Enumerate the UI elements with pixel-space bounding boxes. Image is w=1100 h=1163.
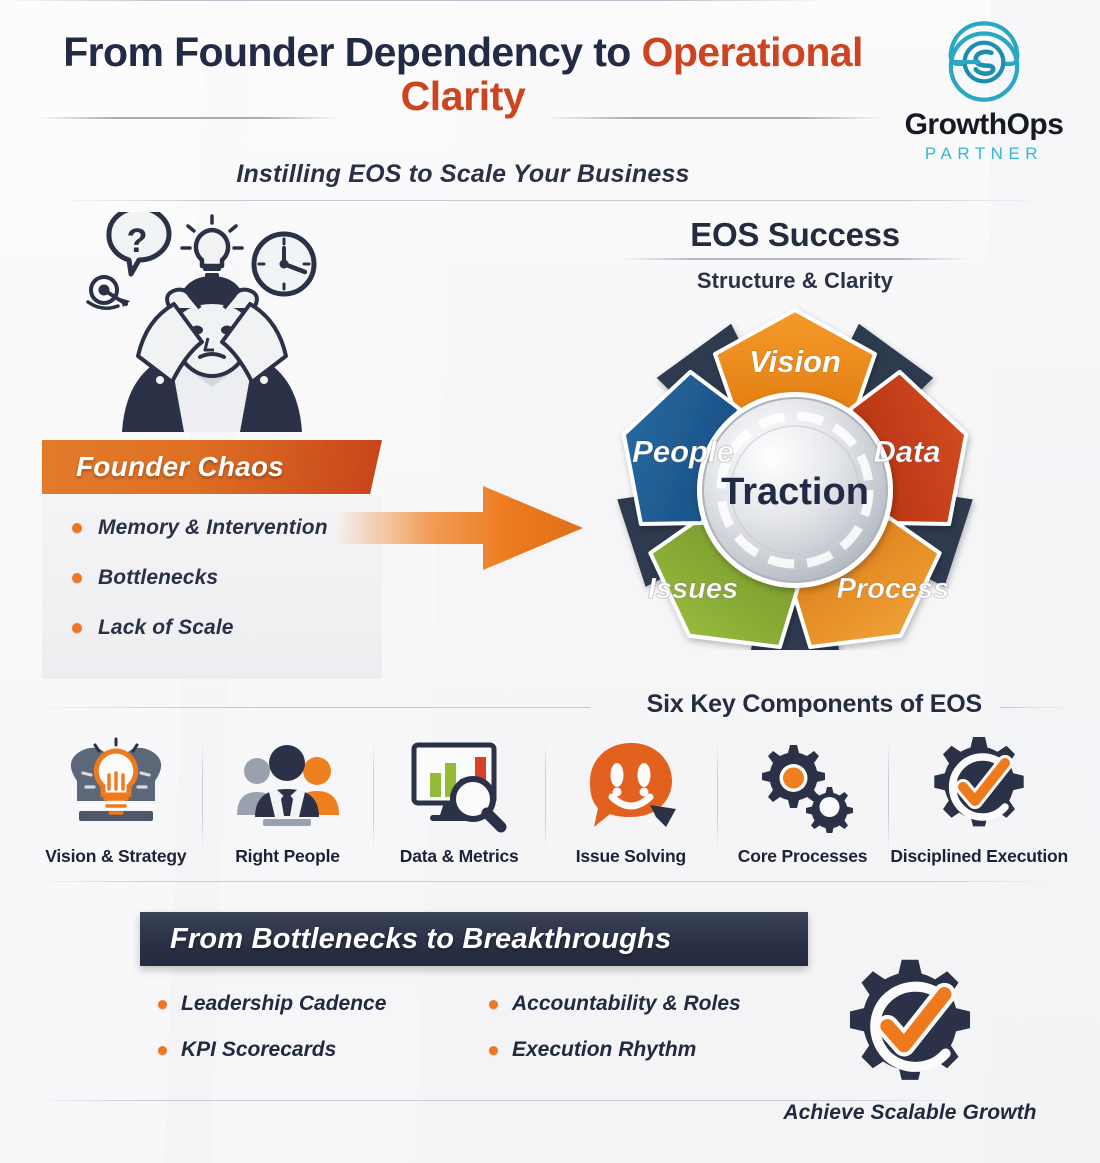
- six-icon-slot: [204, 730, 372, 840]
- bullet-icon: [158, 999, 167, 1009]
- eos-segment-label-vision: Vision: [749, 344, 841, 379]
- achieve-growth-label: Achieve Scalable Growth: [783, 1101, 1037, 1124]
- six-component-data-metrics[interactable]: Data & Metrics: [373, 730, 545, 867]
- header-bottom-divider: [55, 200, 1045, 201]
- bullet-icon: [158, 1045, 167, 1055]
- six-divider-right: [1000, 707, 1070, 708]
- breakthroughs-list: Leadership Cadence Accountability & Role…: [140, 966, 820, 1062]
- six-divider-left: [30, 707, 590, 708]
- six-components-section: Six Key Components of EOS: [30, 690, 1070, 882]
- brand-logo: GrowthOps PARTNER: [884, 16, 1084, 164]
- title-divider-bottom: [0, 0, 830, 1]
- transition-arrow: [335, 486, 583, 570]
- breakthroughs-banner: From Bottlenecks to Breakthroughs: [140, 912, 808, 966]
- lightbulb-head-icon: [70, 737, 161, 821]
- six-component-label: Data & Metrics: [399, 846, 519, 866]
- list-item: Accountability & Roles: [489, 992, 820, 1016]
- achieve-growth-badge: Achieve Scalable Growth: [780, 955, 1040, 1125]
- page-title: From Founder Dependency to Operational C…: [38, 29, 888, 120]
- six-icon-slot: [375, 730, 543, 840]
- logo-name: GrowthOps: [904, 108, 1064, 141]
- six-component-label: Disciplined Execution: [890, 846, 1069, 866]
- title-accent: Operational: [641, 29, 864, 75]
- eos-segment-label-process: Process: [837, 573, 950, 605]
- breakthroughs-panel: From Bottlenecks to Breakthroughs Leader…: [30, 912, 960, 1101]
- team-people-icon: [236, 745, 339, 826]
- page-subtitle: Instilling EOS to Scale Your Business: [236, 160, 690, 188]
- six-component-issue-solving[interactable]: Issue Solving: [545, 730, 717, 867]
- six-component-core-processes[interactable]: Core Processes: [716, 730, 889, 867]
- header: From Founder Dependency to Operational C…: [0, 0, 1100, 201]
- six-component-vision-strategy[interactable]: Vision & Strategy: [30, 730, 202, 867]
- eos-segment-label-people: People: [632, 434, 734, 469]
- bullet-icon: [72, 623, 82, 633]
- list-item-label: KPI Scorecards: [181, 1038, 337, 1061]
- six-component-label: Vision & Strategy: [45, 846, 187, 866]
- founder-chaos-banner-label: Founder Chaos: [76, 451, 284, 482]
- founder-chaos-banner: Founder Chaos: [42, 440, 382, 494]
- list-item: Bottlenecks: [72, 566, 382, 590]
- title-divider-left: [38, 117, 338, 119]
- bullet-icon: [72, 573, 82, 583]
- list-item-label: Execution Rhythm: [512, 1038, 697, 1061]
- list-item-label: Bottlenecks: [98, 566, 219, 589]
- title-line-two: Clarity: [400, 72, 526, 119]
- six-icon-slot: [890, 730, 1068, 840]
- six-components-row: Vision & Strategy: [30, 730, 1070, 867]
- eos-title-divider: [622, 258, 968, 260]
- breakthroughs-banner-label: From Bottlenecks to Breakthroughs: [170, 923, 672, 955]
- list-item-label: Lack of Scale: [98, 616, 234, 639]
- six-component-right-people[interactable]: Right People: [201, 730, 374, 867]
- founder-chaos-list: Memory & Intervention Bottlenecks Lack o…: [42, 494, 382, 679]
- title-primary: From Founder Dependency to: [63, 29, 642, 75]
- bullet-icon: [489, 999, 498, 1009]
- six-icon-slot: [547, 730, 715, 840]
- bullet-icon: [489, 1045, 498, 1055]
- list-item: Execution Rhythm: [489, 1038, 820, 1062]
- eos-center-label: Traction: [721, 471, 869, 513]
- growthops-circle-icon: [948, 21, 1020, 102]
- list-item: Leadership Cadence: [158, 992, 489, 1016]
- founder-chaos-panel: ?: [42, 212, 382, 679]
- six-component-label: Right People: [235, 846, 340, 866]
- svg-text:?: ?: [127, 222, 148, 260]
- list-item: KPI Scorecards: [158, 1038, 489, 1062]
- list-item: Memory & Intervention: [72, 516, 382, 540]
- eos-segment-label-issues: Issues: [648, 573, 738, 605]
- gear-checkmark-icon: [849, 959, 971, 1080]
- eos-success-panel: EOS Success Structure & Clarity: [560, 216, 1030, 650]
- eos-title: EOS Success: [690, 216, 900, 253]
- stressed-founder-illustration: ?: [86, 212, 317, 432]
- list-item-label: Leadership Cadence: [181, 992, 387, 1015]
- eos-wheel-diagram: Vision Data Process Issues People Tracti…: [617, 308, 973, 650]
- six-component-label: Issue Solving: [575, 846, 686, 866]
- list-item-label: Memory & Intervention: [98, 516, 328, 539]
- gear-checkmark-icon: [934, 737, 1024, 827]
- chart-magnifier-icon: [411, 742, 507, 833]
- logo-tagline: PARTNER: [924, 144, 1044, 163]
- eos-subtitle: Structure & Clarity: [696, 268, 894, 293]
- six-icon-slot: [719, 730, 887, 840]
- gears-icon: [761, 745, 853, 833]
- six-component-label: Core Processes: [737, 846, 868, 866]
- eos-segment-label-data: Data: [873, 434, 940, 469]
- six-components-heading: Six Key Components of EOS: [646, 690, 983, 718]
- list-item: Lack of Scale: [72, 616, 382, 640]
- list-item-label: Accountability & Roles: [512, 992, 741, 1015]
- six-icon-slot: [32, 730, 200, 840]
- six-components-header: Six Key Components of EOS: [30, 690, 1070, 724]
- bullet-icon: [72, 523, 82, 533]
- bottom-divider: [30, 1100, 960, 1101]
- six-component-disciplined-execution[interactable]: Disciplined Execution: [888, 730, 1070, 867]
- six-section-bottom-divider: [30, 881, 1050, 882]
- speech-bubble-face-icon: [589, 743, 676, 827]
- title-divider-right: [545, 117, 885, 119]
